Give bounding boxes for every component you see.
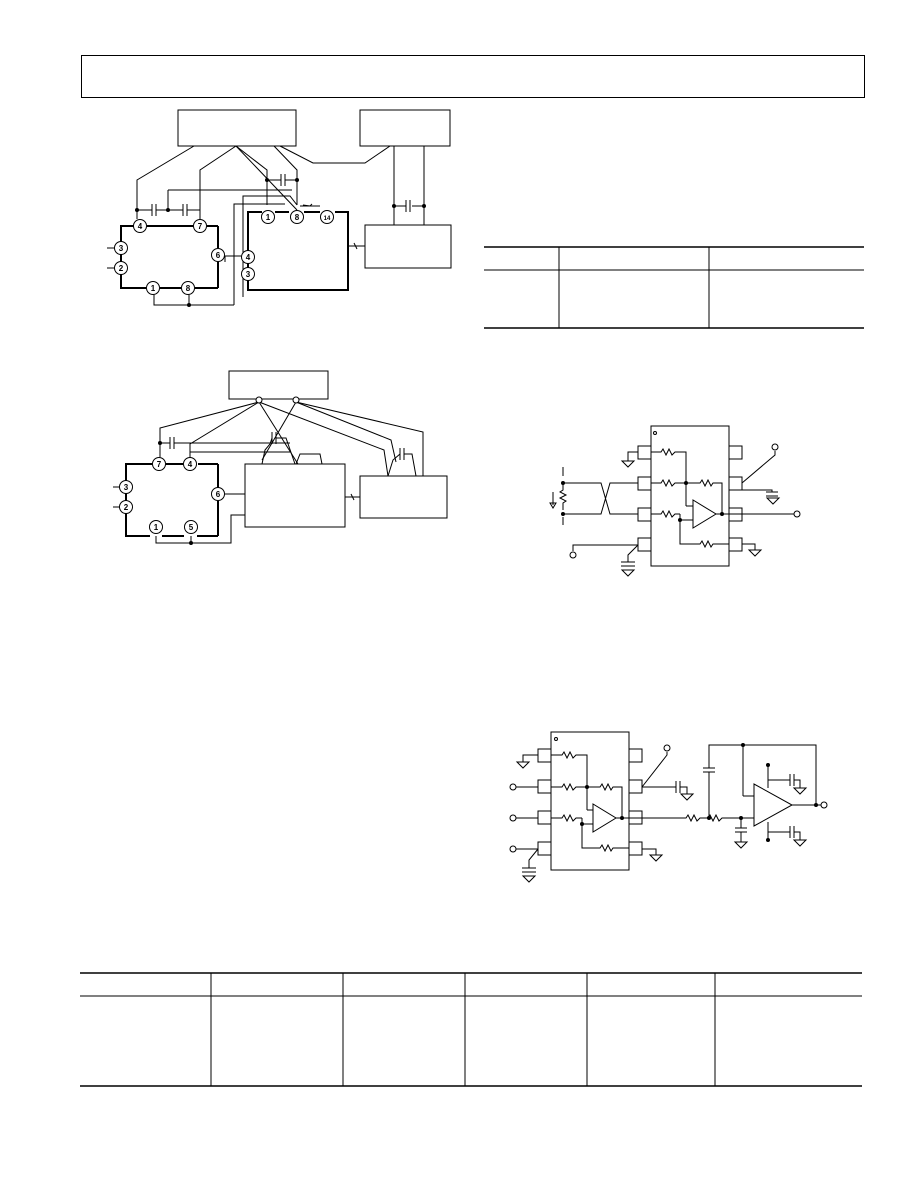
pin-label: 1	[266, 213, 271, 222]
pin-label: 7	[157, 460, 162, 469]
pin-label: 3	[119, 244, 124, 253]
pin-label: 5	[189, 523, 194, 532]
pin-label: 8	[295, 213, 300, 222]
figure-b-pin-labels: 7 4 3 2 6 1 5	[124, 460, 221, 532]
pin-label: 14	[324, 216, 331, 222]
pin-label: 4	[246, 253, 251, 262]
pin-label: 2	[119, 264, 124, 273]
table-upper-right	[484, 246, 864, 329]
pin-label: 4	[188, 460, 193, 469]
pin-label: 7	[198, 222, 203, 231]
pin-label: 2	[124, 503, 129, 512]
fig-a-top-block-left	[177, 109, 297, 147]
figure-b-circuit	[113, 370, 448, 544]
page-header-box	[81, 55, 865, 98]
schematic-2	[509, 731, 828, 883]
pin-label: 1	[154, 523, 159, 532]
figure-a-pins	[114, 210, 334, 295]
table-bottom	[80, 972, 862, 1087]
pin-label: 3	[124, 483, 129, 492]
fig-a-right-block	[364, 224, 452, 269]
pin-label: 1	[151, 284, 156, 293]
fig-b-right-block	[359, 475, 448, 519]
pin-label: 4	[138, 222, 143, 231]
fig-b-center-block	[244, 463, 346, 528]
fig-a-top-block-right	[359, 109, 451, 147]
pin-label: 8	[186, 284, 191, 293]
fig-b-top-block	[228, 370, 329, 400]
pin-label: 6	[216, 251, 221, 260]
figure-a-circuit	[107, 109, 452, 306]
figure-b-pins	[119, 396, 300, 534]
pin-label: 3	[246, 270, 251, 279]
figure-a-pin-labels: 4 7 3 2 6 1 8 1 8 14 4 3	[119, 213, 331, 293]
pin-label: 6	[216, 490, 221, 499]
schematic-1	[549, 425, 801, 577]
